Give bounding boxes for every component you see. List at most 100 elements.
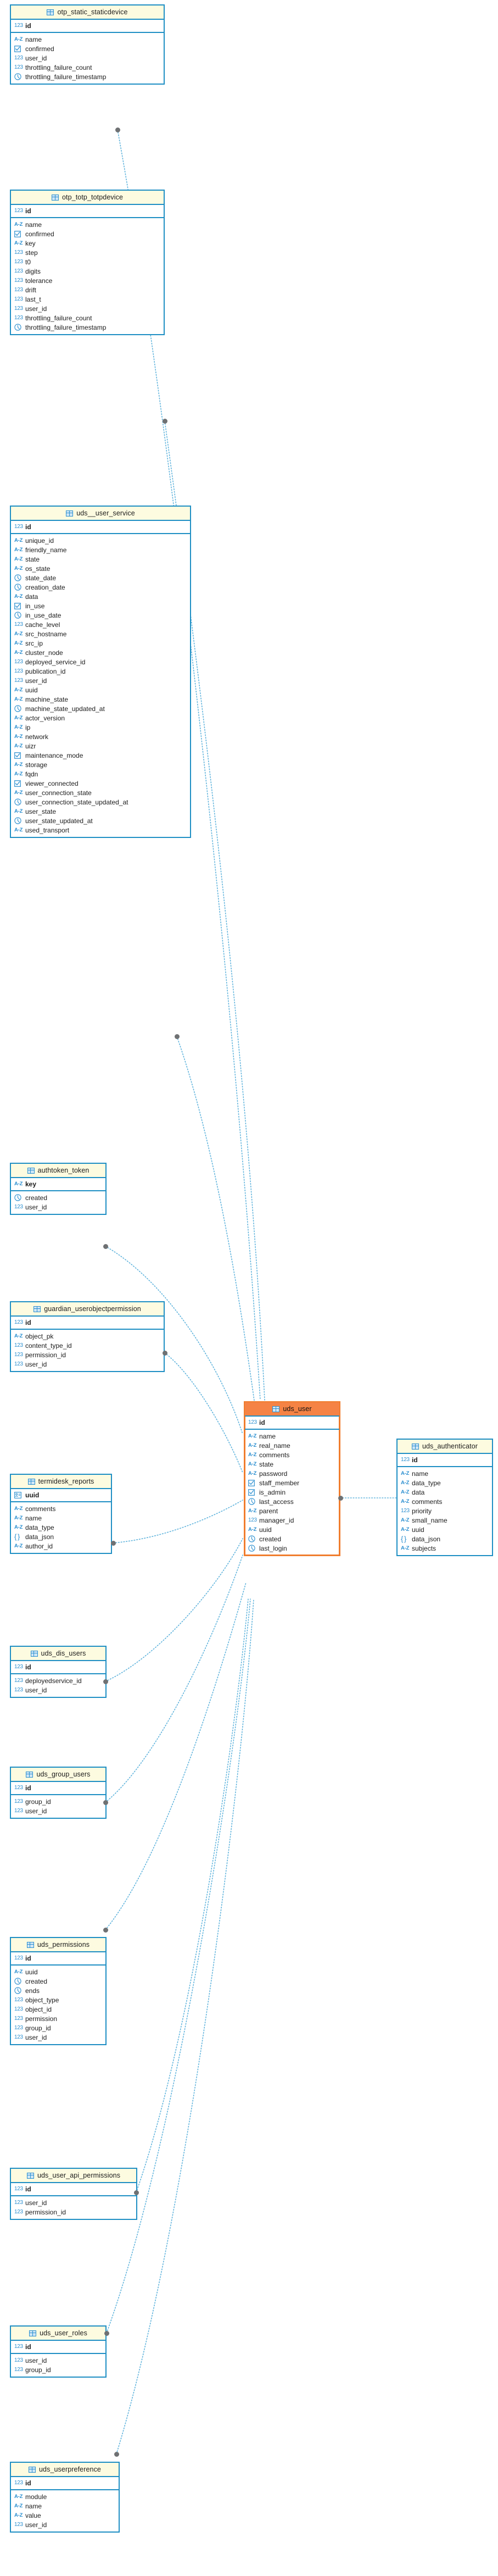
column-row[interactable]: throttling_failure_timestamp <box>11 323 164 332</box>
column-row[interactable]: maintenance_mode <box>11 751 190 760</box>
entity-header[interactable]: uds_user <box>245 1402 339 1417</box>
connector-endpoint-dot[interactable] <box>114 2451 119 2457</box>
connector-endpoint-dot[interactable] <box>103 1800 108 1805</box>
entity-header[interactable]: guardian_userobjectpermission <box>11 1302 164 1317</box>
entity-header[interactable]: uds_userpreference <box>11 2463 119 2477</box>
connector-endpoint-dot[interactable] <box>103 1679 108 1684</box>
entity-header[interactable]: otp_totp_totpdevice <box>11 191 164 205</box>
column-row[interactable]: created <box>11 1977 105 1986</box>
entity-header[interactable]: uds_permissions <box>11 1938 105 1952</box>
column-row[interactable]: confirmed <box>11 229 164 238</box>
entity-header[interactable]: uds__user_service <box>11 507 190 521</box>
column-row[interactable]: { }data_json <box>11 1532 111 1541</box>
connector-endpoint-dot[interactable] <box>103 1927 108 1933</box>
entity-header[interactable]: uds_user_api_permissions <box>11 2169 136 2183</box>
entity-header[interactable]: uds_user_roles <box>11 2327 105 2341</box>
connector-endpoint-dot[interactable] <box>162 418 167 424</box>
connector-endpoint-dot[interactable] <box>174 1034 180 1039</box>
column-row[interactable]: created <box>245 1534 339 1544</box>
connector-endpoint-dot[interactable] <box>162 1350 167 1356</box>
connector-endpoint-dot[interactable] <box>133 2190 139 2195</box>
connector-endpoint-dot[interactable] <box>115 127 120 132</box>
column-row[interactable]: is_admin <box>245 1487 339 1497</box>
column-row[interactable]: ends <box>11 1986 105 1995</box>
entity-header[interactable]: otp_static_staticdevice <box>11 5 164 20</box>
column-row[interactable]: confirmed <box>11 44 164 53</box>
entity-header[interactable]: authtoken_token <box>11 1164 105 1178</box>
primary-key-row[interactable]: uuid <box>11 1490 111 1500</box>
column-row[interactable]: in_use <box>11 601 190 610</box>
connector-endpoint-dot[interactable] <box>104 2330 109 2336</box>
